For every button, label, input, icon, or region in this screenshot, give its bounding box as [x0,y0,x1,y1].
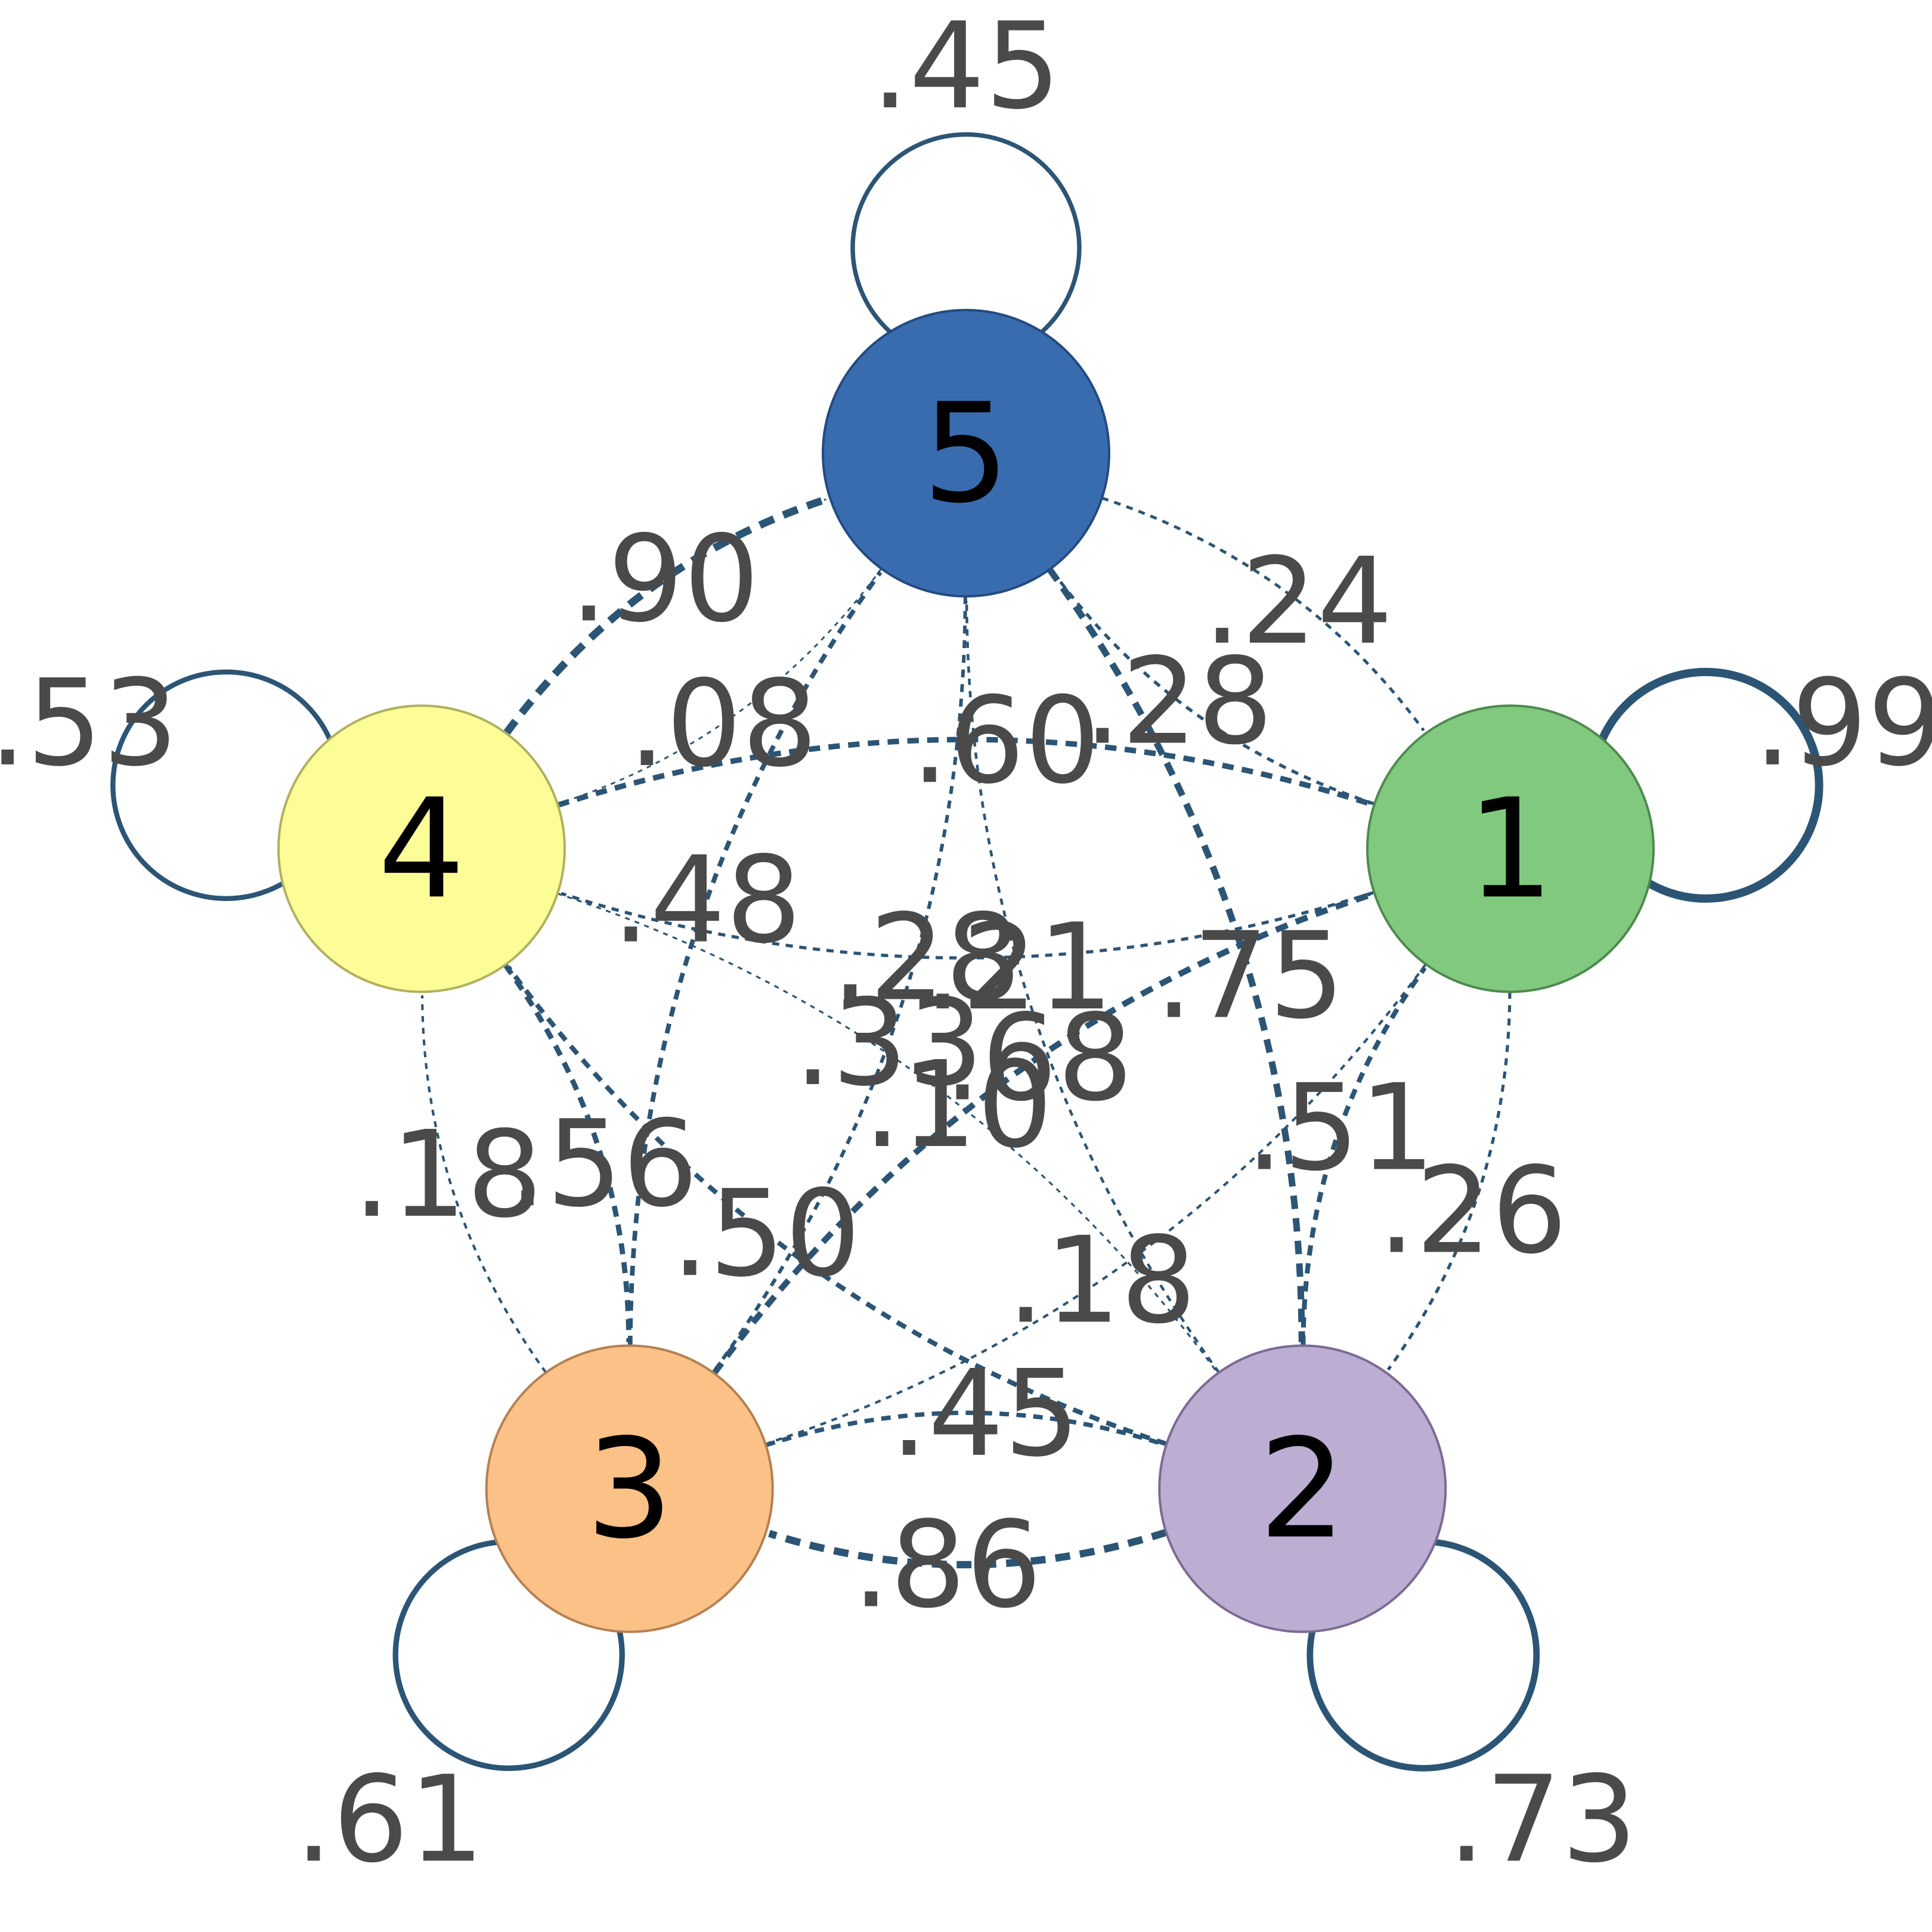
edge-2-to-1 [1301,966,1427,1346]
node-label: 3 [586,1410,673,1569]
edge-1-to-4 [561,890,1375,960]
edge-layer [421,495,1512,1569]
edge-weight-label: .73 [1448,1750,1637,1889]
edge-weight-label: .68 [943,989,1133,1128]
edge-weight-label: .48 [612,831,801,970]
edge-weight-label: .26 [1377,1141,1567,1280]
edge-weight-label: .28 [831,888,1021,1027]
node-circle [1158,1344,1447,1633]
edge-weight-label: .90 [570,510,760,649]
edge-weight-label: .60 [911,671,1101,810]
node-5[interactable]: 5 [822,309,1110,597]
edge-1-to-5 [1051,570,1375,806]
edge-weight-label: .21 [924,898,1113,1037]
edge-4-to-2 [557,893,1217,1371]
edge-1-to-2 [1386,992,1512,1371]
edge-weight-label: .18 [353,1106,543,1244]
edge-weight-label: .18 [1007,1212,1196,1351]
edge-weight-label: .45 [871,0,1061,136]
node-3[interactable]: 3 [485,1344,774,1633]
node-label: 1 [1467,770,1554,929]
edge-5-to-2 [1046,567,1305,1343]
edge-2-to-3 [768,1528,1168,1569]
edge-weight-label: .61 [295,1750,484,1889]
node-4[interactable]: 4 [277,704,566,993]
edge-3-to-2 [765,1410,1164,1448]
edge-weight-label: .45 [890,1345,1080,1484]
edge-3-to-1 [711,891,1372,1376]
edge-weight-label: .10 [863,1036,1053,1175]
edge-weight-label: .28 [1083,633,1273,772]
edge-2-to-5 [965,599,1220,1374]
edge-weight-label: .99 [1754,654,1932,793]
edge-weight-label: .53 [0,654,178,793]
edge-weight-label: .56 [509,1095,698,1234]
node-circle [485,1344,774,1633]
node-label: 5 [922,374,1010,534]
edge-4-to-5 [503,495,828,736]
node-layer: 1 2 3 4 5 [277,309,1655,1633]
edge-4-to-3 [503,963,631,1343]
node-circle [1366,704,1655,993]
edge-label-layer: .99.73.61.53.45.28.24.28.60.51.26.68.18.… [0,0,1932,1889]
edge-3-to-4 [421,995,547,1374]
edge-weight-label: .75 [1155,907,1345,1046]
node-label: 2 [1259,1410,1346,1569]
edge-weight-label: .51 [1246,1059,1435,1198]
node-2[interactable]: 2 [1158,1344,1447,1633]
edge-weight-label: .86 [852,1496,1042,1635]
edge-3-to-5 [627,571,883,1346]
node-circle [822,309,1110,597]
edge-weight-label: .08 [628,655,818,794]
edge-weight-label: .24 [1203,532,1393,671]
edge-weight-label: .33 [794,974,983,1113]
node-label: 4 [378,770,465,929]
edge-4-to-1 [557,736,1372,808]
edge-weight-label: .50 [671,1165,861,1304]
node-1[interactable]: 1 [1366,704,1655,993]
node-circle [277,704,566,993]
edge-1-to-3 [768,963,1427,1444]
edge-2-to-4 [506,965,1168,1447]
edge-5-to-3 [714,596,967,1371]
